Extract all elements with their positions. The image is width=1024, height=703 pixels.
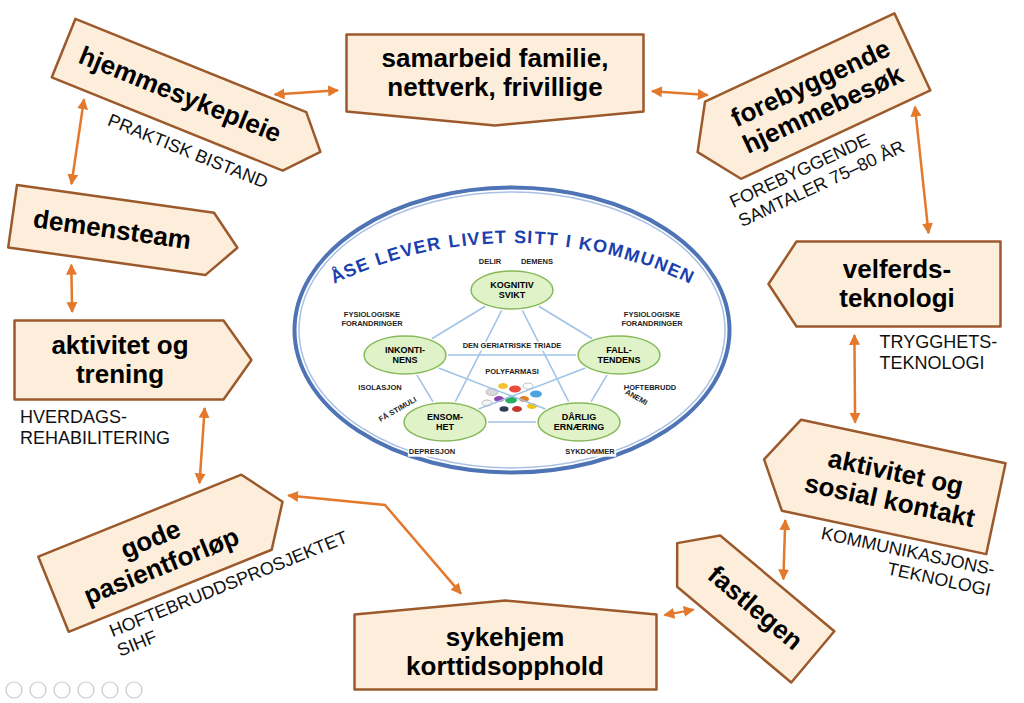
title-letter: I: [565, 231, 573, 251]
pill: [509, 386, 521, 393]
problem-oval: FALL- TENDENS: [577, 335, 661, 375]
control-icon: [78, 682, 94, 698]
service-arrow-box: sykehjem korttidsopphold: [353, 599, 658, 691]
service-arrow-box: fastlegen: [654, 515, 837, 684]
oval-shape: [404, 403, 486, 441]
annotation-label: DEN GERIATRISKE TRIADE: [462, 342, 563, 351]
annotation-label: DELIR: [478, 258, 503, 267]
oval-shape: [471, 271, 553, 309]
problem-oval: ENSOM- HET: [403, 402, 487, 442]
title-letter: I: [527, 227, 533, 247]
relation-line: [417, 375, 433, 402]
double-arrow: [275, 90, 338, 94]
service-arrow-box: samarbeid familie, nettverk, frivillige: [345, 33, 645, 127]
arrow-box-shape: [347, 35, 644, 126]
annotation-label: SYKDOMMER: [564, 448, 616, 457]
center-ellipse: ÅSE LEVER LIVET SITT I KOMMUNENKOGNITIV …: [292, 185, 732, 475]
oval-shape: [578, 336, 660, 374]
oval-label: INKONTI- NENS: [378, 345, 432, 365]
oval-shape: [538, 403, 620, 441]
relation-line: [591, 375, 607, 402]
annotation-label: POLYFARMASI: [484, 368, 539, 377]
ellipse-inner-border: [299, 192, 725, 468]
problem-oval: KOGNITIV SVIKT: [470, 270, 554, 310]
box-subtitle: HVERDAGS- REHABILITERING: [20, 407, 210, 448]
title-letter: T: [495, 227, 507, 247]
pill: [498, 383, 508, 389]
relation-line: [488, 421, 536, 423]
box-heading: samarbeid familie, nettverk, frivillige: [370, 44, 620, 102]
relation-line: [522, 310, 568, 401]
service-arrow-box: hjemmesykepleiePRAKTISK BISTAND: [50, 17, 334, 183]
double-arrow: [70, 265, 73, 312]
relation-line: [539, 306, 592, 338]
relation-line: [432, 306, 485, 338]
arrow-box-shape: [754, 414, 1005, 554]
double-arrow: [915, 107, 929, 233]
oval-label: KOGNITIV SVIKT: [485, 280, 539, 300]
title-letter: [558, 230, 565, 250]
control-icon: [54, 682, 70, 698]
service-arrow-box: gode pasientforløpHOFTEBRUDDSPROSJEKTET …: [36, 462, 299, 634]
oval-shape: [364, 336, 446, 374]
service-arrow-box: velferds- teknologiTRYGGHETS- TEKNOLOGI: [767, 240, 1002, 328]
relation-line: [448, 354, 576, 356]
annotation-label: ISOLASJON: [357, 384, 402, 393]
title-letter: E: [481, 227, 494, 248]
arrow-box-shape: [768, 242, 1000, 327]
double-arrow: [664, 610, 693, 615]
title-letter: I: [460, 230, 467, 250]
title-letter: K: [577, 233, 593, 255]
arched-title: ÅSE LEVER LIVET SITT I KOMMUNEN: [292, 185, 732, 475]
title-letter: T: [546, 228, 559, 249]
title-letter: L: [447, 230, 461, 251]
oval-label: FALL- TENDENS: [592, 345, 646, 365]
box-heading: velferds- teknologi: [807, 255, 987, 313]
service-arrow-box: aktivitet og treningHVERDAGS- REHABILITE…: [13, 319, 253, 401]
annotation-label: DEMENS: [520, 258, 554, 267]
title-letter: S: [514, 227, 526, 247]
arrow-box-shape: [15, 321, 252, 400]
title-letter: V: [467, 228, 481, 249]
arrow-box-shape: [354, 601, 656, 690]
relation-line: [455, 310, 501, 401]
title-letter: T: [534, 228, 546, 249]
title-letter: R: [426, 233, 443, 255]
pill: [500, 406, 509, 412]
ellipse-outline: [292, 185, 732, 475]
double-arrow: [853, 335, 856, 423]
title-letter: [507, 227, 512, 247]
problem-oval: DÅRLIG ERNÆRING: [537, 402, 621, 442]
double-arrow: [200, 408, 205, 483]
pill: [512, 406, 522, 412]
problem-oval: INKONTI- NENS: [363, 335, 447, 375]
double-arrow: [652, 91, 708, 95]
annotation-label: FYSIOLOGISKE FORANDRINGER: [339, 311, 405, 328]
control-icon: [30, 682, 46, 698]
service-arrow-box: demensteam: [7, 183, 244, 280]
box-heading: sykehjem korttidsopphold: [365, 623, 645, 681]
box-heading: aktivitet og trening: [30, 331, 210, 389]
viewer-controls: [6, 682, 142, 698]
oval-label: ENSOM- HET: [418, 412, 472, 432]
control-icon: [102, 682, 118, 698]
control-icon: [6, 682, 22, 698]
double-arrow: [71, 99, 84, 184]
pill: [530, 391, 542, 398]
oval-label: DÅRLIG ERNÆRING: [552, 412, 606, 432]
box-subtitle: TRYGGHETS- TEKNOLOGI: [880, 332, 1010, 373]
service-arrow-box: forebyggende hjemmebesøkFOREBYGGENDE SAM…: [678, 11, 933, 192]
control-icon: [126, 682, 142, 698]
double-arrow: [783, 520, 785, 579]
service-arrow-box: aktivitet og sosial kontaktKOMMUNIKASJON…: [753, 412, 1008, 556]
arrow-box-shape: [656, 517, 835, 682]
ellipse-border: [295, 188, 730, 473]
annotation-label: FYSIOLOGISKE FORANDRINGER: [619, 311, 685, 328]
annotation-label: DEPRESJON: [408, 448, 456, 457]
arrow-box-shape: [8, 185, 242, 279]
